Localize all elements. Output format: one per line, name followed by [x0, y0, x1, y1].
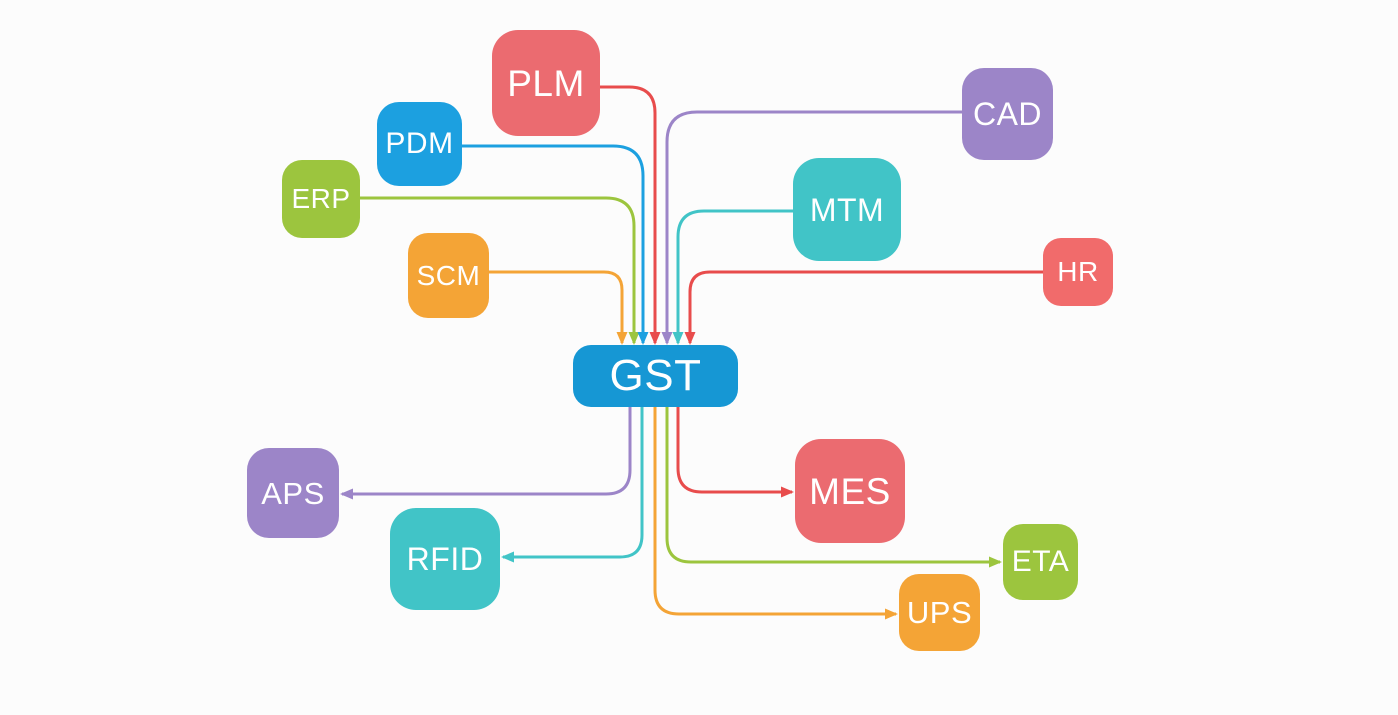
- node-aps: APS: [247, 448, 339, 538]
- node-mes: MES: [795, 439, 905, 543]
- edge-gst-mes: [676, 407, 794, 498]
- node-aps-label: APS: [261, 475, 325, 511]
- edge-hr-gst: [684, 270, 1043, 345]
- node-hr: HR: [1043, 238, 1113, 306]
- edge-pdm-gst: [462, 144, 649, 345]
- node-gst-center: GST: [573, 345, 738, 407]
- node-eta: ETA: [1003, 524, 1078, 600]
- edge-erp-gst: [360, 196, 640, 345]
- edge-gst-rfid: [501, 407, 644, 563]
- node-hr-label: HR: [1057, 256, 1099, 287]
- node-mtm: MTM: [793, 158, 901, 261]
- node-cad-label: CAD: [972, 96, 1043, 132]
- node-gst-label: GST: [609, 351, 702, 400]
- node-rfid: RFID: [390, 508, 500, 610]
- node-pdm-label: PDM: [385, 127, 454, 160]
- node-pdm: PDM: [377, 102, 462, 186]
- node-cad: CAD: [962, 68, 1053, 160]
- edge-gst-aps: [340, 407, 632, 500]
- node-erp-label: ERP: [291, 183, 351, 214]
- node-scm-label: SCM: [416, 259, 481, 291]
- node-plm-label: PLM: [507, 62, 585, 104]
- node-ups: UPS: [899, 574, 980, 651]
- node-eta-label: ETA: [1011, 545, 1070, 578]
- edge-plm-gst: [600, 85, 661, 345]
- node-erp: ERP: [282, 160, 360, 238]
- node-scm: SCM: [408, 233, 489, 318]
- edge-scm-gst: [489, 270, 628, 345]
- node-mtm-label: MTM: [809, 191, 885, 228]
- node-plm: PLM: [492, 30, 600, 136]
- node-mes-label: MES: [809, 470, 891, 512]
- node-ups-label: UPS: [906, 595, 973, 630]
- node-rfid-label: RFID: [406, 541, 484, 577]
- edge-mtm-gst: [672, 209, 793, 345]
